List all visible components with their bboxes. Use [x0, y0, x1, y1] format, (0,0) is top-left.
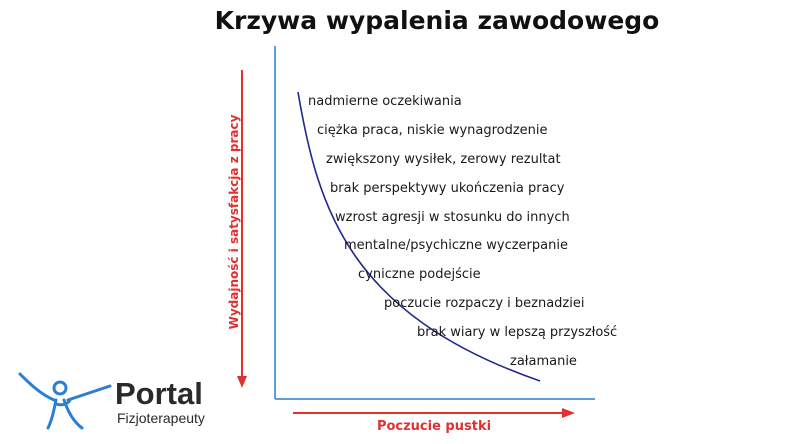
stage-label: załamanie: [510, 354, 577, 369]
stage-label: zwiększony wysiłek, zerowy rezultat: [326, 152, 561, 167]
x-arrow: [293, 408, 575, 418]
stage-label: nadmierne oczekiwania: [308, 94, 462, 109]
logo-name: Portal: [115, 376, 203, 411]
logo-figure-icon: [18, 372, 112, 430]
page-title: Krzywa wypalenia zawodowego: [214, 6, 660, 35]
x-axis-label: Poczucie pustki: [376, 419, 492, 434]
y-arrow: [237, 70, 247, 388]
stage-label: brak perspektywy ukończenia pracy: [330, 181, 565, 196]
stage-label: cyniczne podejście: [358, 267, 481, 282]
burnout-curve: [297, 91, 541, 382]
stage-label: mentalne/psychiczne wyczerpanie: [344, 238, 568, 253]
stage-label: wzrost agresji w stosunku do innych: [335, 210, 570, 225]
stage-label: poczucie rozpaczy i beznadziei: [384, 296, 585, 311]
logo-subtitle: Fizjoterapeuty: [117, 410, 205, 426]
y-axis-label: Wydajność i satysfakcja z pracy: [227, 114, 241, 330]
stage-label: brak wiary w lepszą przyszłość: [417, 325, 618, 340]
stage-label: ciężka praca, niskie wynagrodzenie: [317, 123, 548, 138]
